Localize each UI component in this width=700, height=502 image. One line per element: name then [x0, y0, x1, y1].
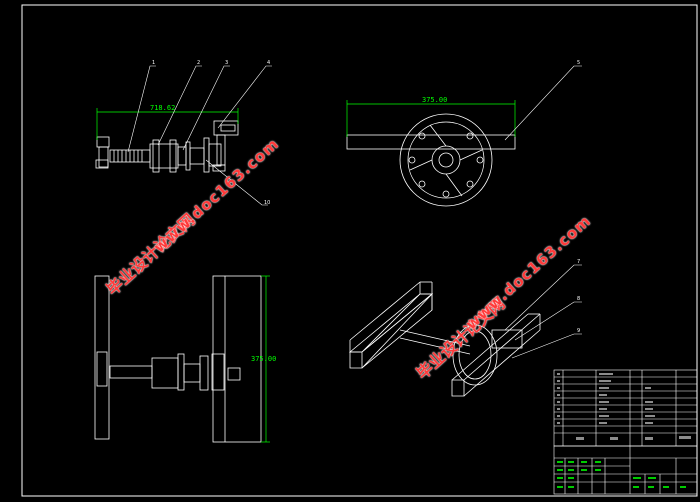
parts-list-table [553, 369, 698, 447]
isometric-view [348, 281, 541, 397]
top-view [346, 113, 516, 207]
side-view-leaders [127, 65, 272, 206]
front-view-dimension-label: 375.00 [251, 355, 276, 363]
balloon-5: 5 [577, 60, 580, 66]
top-view-leader [504, 65, 582, 141]
title-block-green-text [557, 461, 686, 488]
balloon-1: 1 [152, 60, 155, 66]
side-view [95, 120, 239, 173]
front-view-dimension [261, 275, 270, 443]
side-view-dimension [96, 108, 239, 140]
top-view-dimension-label: 375.00 [422, 96, 447, 104]
balloon-9: 9 [577, 328, 580, 334]
balloon-2: 2 [197, 60, 200, 66]
isometric-leaders [504, 264, 582, 359]
balloon-10: 10 [264, 200, 270, 206]
front-view [94, 275, 262, 443]
balloon-7: 7 [577, 259, 580, 265]
balloon-3: 3 [225, 60, 228, 66]
parts-list-faint-text [557, 373, 691, 440]
balloon-8: 8 [577, 296, 580, 302]
side-view-dimension-label: 718.62 [150, 104, 175, 112]
sheet-border [21, 4, 698, 497]
top-view-dimension [346, 100, 516, 137]
balloon-4: 4 [267, 60, 270, 66]
title-block [553, 445, 698, 495]
